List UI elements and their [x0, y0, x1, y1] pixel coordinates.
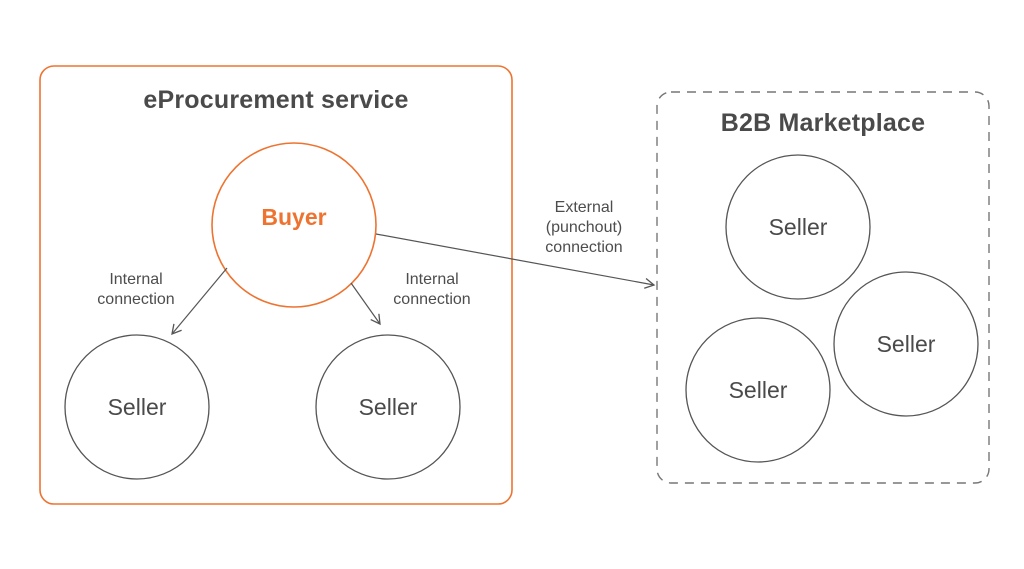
internal-left-line-1: Internal [109, 271, 163, 288]
seller-node-right [315, 334, 461, 480]
marketplace-seller-right-label: Seller [876, 331, 936, 357]
internal-right-line-2: connection [393, 291, 471, 308]
seller-right-label: Seller [358, 394, 418, 420]
seller-node-left [64, 334, 210, 480]
marketplace-title: B2B Marketplace [720, 109, 926, 137]
marketplace-seller-top-label: Seller [768, 214, 828, 240]
marketplace-seller-node-right [833, 271, 979, 417]
internal-connection-right-arrow [350, 282, 381, 326]
marketplace-seller-bottom-label: Seller [728, 377, 788, 403]
internal-left-line-2: connection [97, 291, 175, 308]
eprocurement-title: eProcurement service [143, 86, 409, 114]
buyer-label: Buyer [261, 204, 327, 230]
marketplace-seller-node-bottom [685, 317, 831, 463]
internal-connection-right-label: Internal connection [372, 270, 492, 310]
external-line-1: External [554, 199, 614, 216]
internal-connection-left-arrow [171, 267, 228, 336]
marketplace-seller-node-top [725, 154, 871, 300]
external-line-2: (punchout) [545, 219, 623, 236]
eprocurement-container [39, 65, 513, 505]
seller-left-label: Seller [107, 394, 167, 420]
internal-right-line-1: Internal [405, 271, 459, 288]
internal-connection-left-label: Internal connection [76, 270, 196, 310]
external-connection-label: External (punchout) connection [524, 198, 644, 258]
external-line-3: connection [545, 239, 623, 256]
marketplace-container [656, 91, 990, 484]
buyer-node [211, 142, 377, 308]
external-connection-arrow [375, 233, 656, 289]
